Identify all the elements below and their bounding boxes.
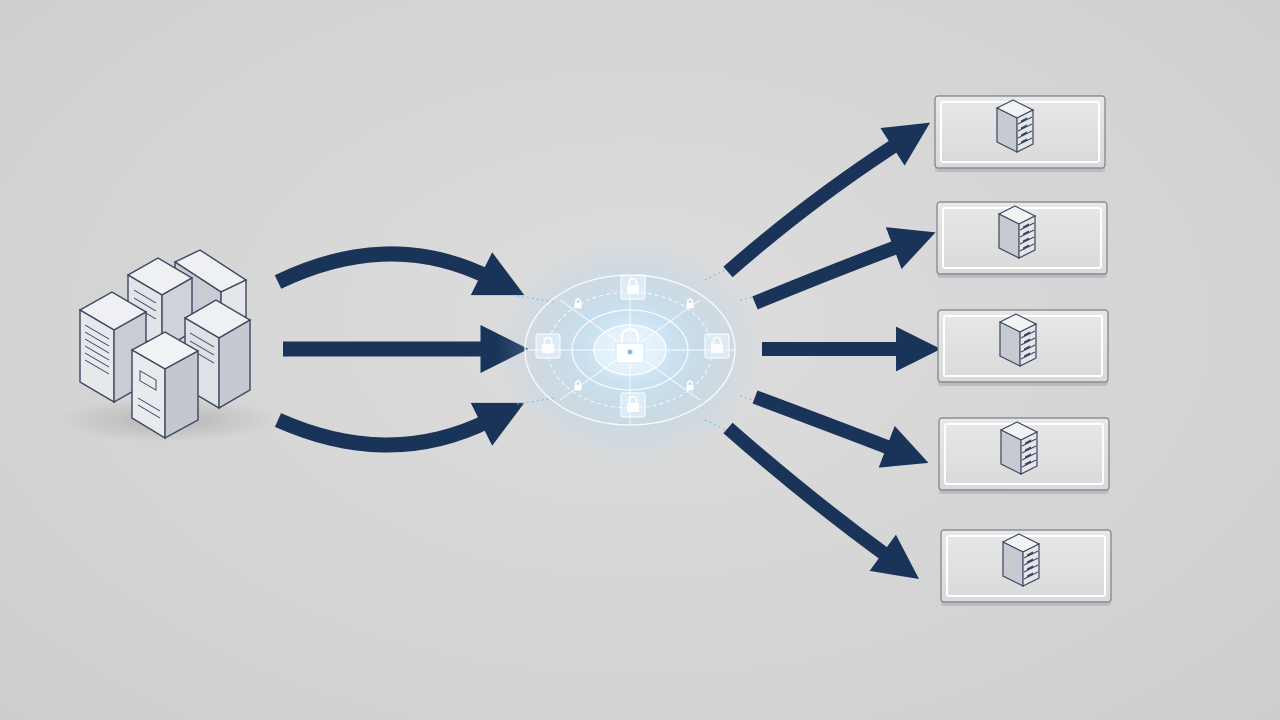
- padlock-icon: [686, 380, 694, 391]
- server-stack-icon: [997, 205, 1037, 259]
- padlock-icon: [535, 333, 561, 359]
- destination-server-5: [940, 529, 1112, 606]
- hub-central-lock: [615, 327, 645, 364]
- outgoing-arrows: [723, 122, 941, 580]
- outgoing-arrow-4: [752, 390, 929, 468]
- destination-server-1: [934, 95, 1106, 172]
- incoming-arrow-bottom: [274, 402, 525, 453]
- incoming-arrows: [274, 246, 529, 453]
- outgoing-arrow-5: [723, 422, 920, 580]
- padlock-icon: [620, 274, 646, 300]
- padlock-icon: [574, 298, 582, 309]
- destination-server-2: [936, 201, 1108, 278]
- incoming-arrow-top: [274, 246, 525, 296]
- encryption-hub: [495, 235, 765, 465]
- server-stack-icon: [999, 421, 1039, 475]
- padlock-icon: [704, 333, 730, 359]
- padlock-icon: [574, 380, 582, 391]
- destination-server-4: [938, 417, 1110, 494]
- destination-servers: [934, 95, 1112, 606]
- outgoing-arrow-2: [752, 227, 936, 310]
- server-cluster: [58, 249, 278, 442]
- server-stack-icon: [1001, 533, 1041, 587]
- server-rack-front: [130, 331, 200, 440]
- padlock-icon: [620, 327, 640, 343]
- padlock-icon: [620, 392, 646, 418]
- server-rack-right: [183, 299, 252, 410]
- orbit-locks: [535, 274, 730, 418]
- destination-server-3: [937, 309, 1109, 386]
- server-stack-icon: [998, 313, 1038, 367]
- server-stack-icon: [995, 99, 1035, 153]
- padlock-icon: [686, 298, 694, 309]
- outgoing-arrow-1: [723, 122, 931, 278]
